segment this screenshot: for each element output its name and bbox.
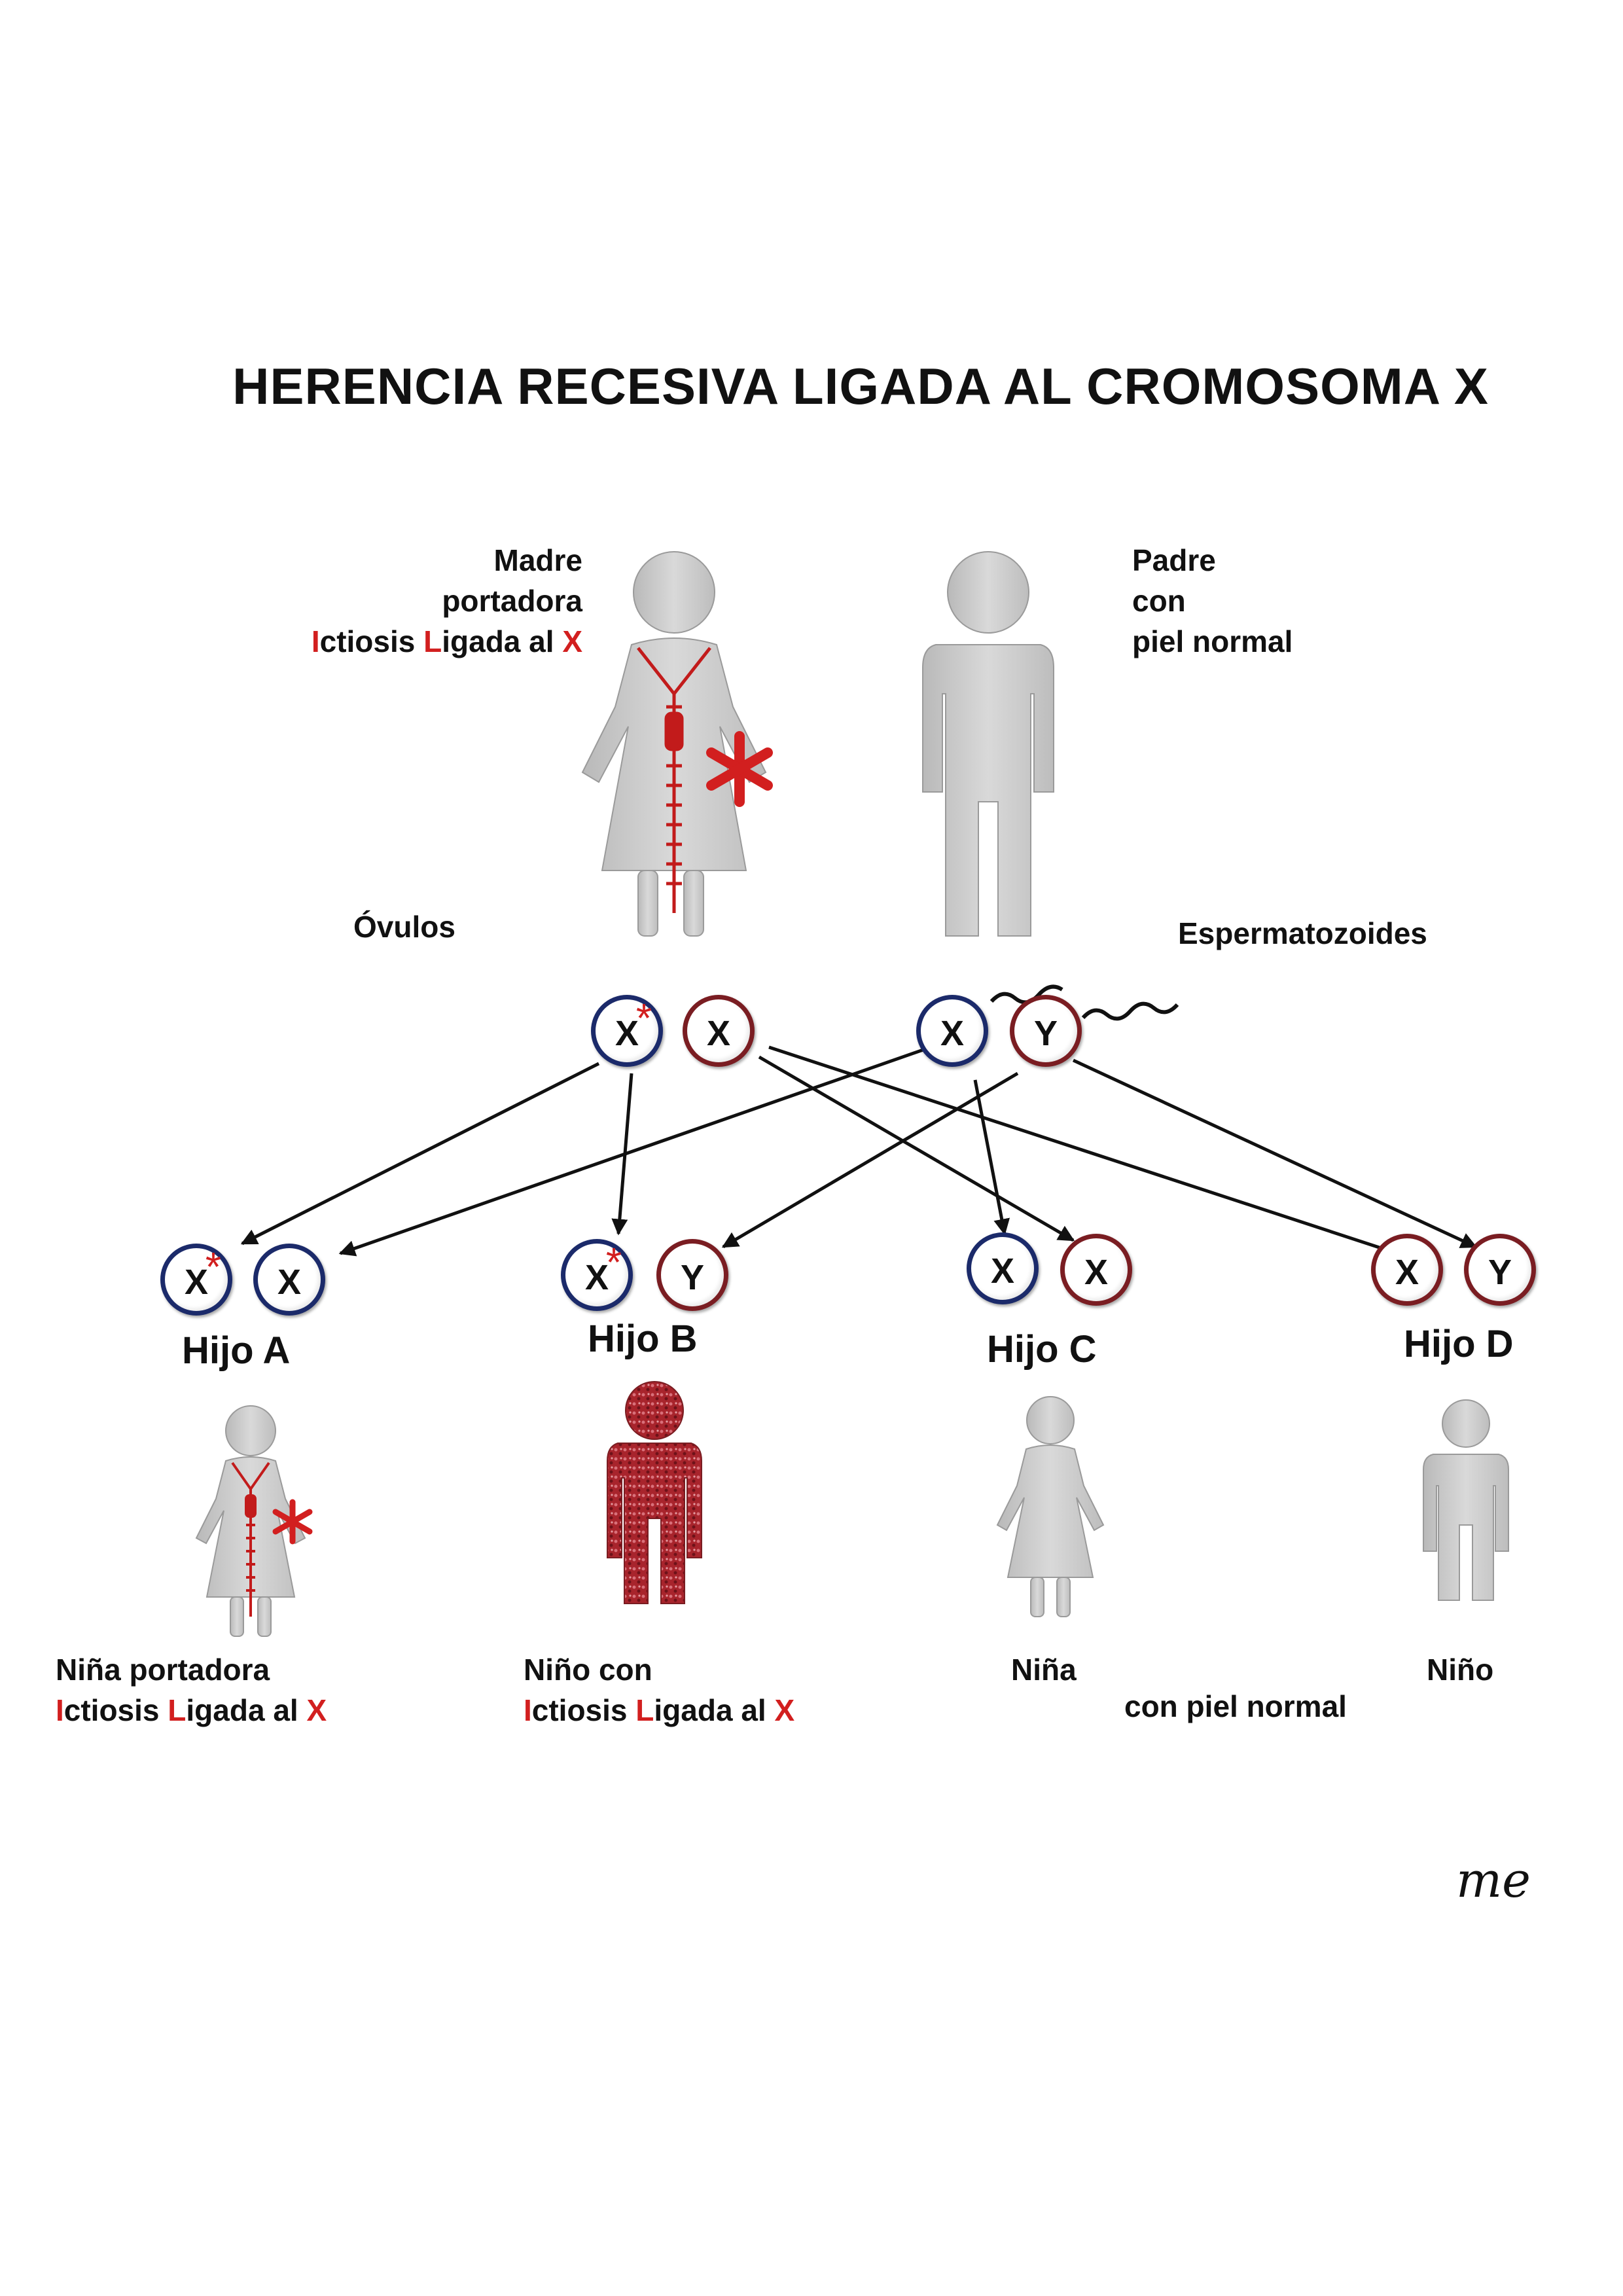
chromosome-letter: X: [1395, 1253, 1419, 1292]
espermatozoides-label: Espermatozoides: [1178, 916, 1427, 950]
ilx-x: X: [306, 1693, 327, 1727]
chromosome-letter: X: [615, 1014, 639, 1053]
chromosome-letter: X: [584, 1258, 609, 1297]
zipper-icon: [637, 647, 711, 913]
ilx-text2: igada al: [654, 1693, 775, 1727]
child-b-figure: [607, 1381, 702, 1604]
child-b-desc-line2: Ictiosis Ligada al X: [524, 1690, 794, 1731]
child-a-asterisk-icon: [272, 1499, 313, 1545]
child-a-name: Hijo A: [182, 1329, 291, 1372]
mother-label-line2: portadora: [442, 584, 582, 618]
mother-asterisk-icon: [706, 731, 773, 807]
gamete-mother-x: X: [683, 995, 755, 1067]
child-d-chromosome-2: Y: [1464, 1234, 1536, 1306]
arrow-xm-to-c: [758, 1055, 1075, 1242]
child-a-chromosome-1: X *: [160, 1244, 232, 1316]
gamete-father-y: Y: [1010, 995, 1082, 1067]
child-b-chromosome-1: X *: [561, 1239, 633, 1311]
child-b-name: Hijo B: [588, 1318, 698, 1360]
child-b-description: Niño con Ictiosis Ligada al X: [524, 1649, 794, 1731]
sperm-tail-y: [1081, 1001, 1179, 1021]
chromosome-letter: X: [940, 1014, 965, 1053]
arrow-xf-to-a: [338, 1040, 946, 1257]
gamete-father-x: X: [916, 995, 988, 1067]
ilx-text2: igada al: [186, 1693, 307, 1727]
father-figure: [922, 551, 1054, 937]
ilx-x: X: [774, 1693, 795, 1727]
asterisk-icon: *: [205, 1245, 221, 1290]
father-label-line1: Padre: [1132, 543, 1216, 577]
child-d-name: Hijo D: [1404, 1323, 1514, 1365]
child-a-desc-line1: Niña portadora: [56, 1653, 270, 1687]
child-d-description: Niño: [1427, 1653, 1494, 1687]
chromosome-letter: X: [277, 1263, 302, 1302]
ilx-x: X: [562, 624, 582, 658]
father-label-line3: piel normal: [1132, 624, 1293, 658]
child-a-description: Niña portadora Ictiosis Ligada al X: [56, 1649, 327, 1731]
chromosome-letter: X: [706, 1014, 731, 1053]
child-c-chromosome-2: X: [1060, 1234, 1132, 1306]
child-c-description: Niña: [1011, 1653, 1077, 1687]
mother-label-line1: Madre: [493, 543, 582, 577]
ovulos-label: Óvulos: [353, 910, 455, 944]
ilx-i: I: [524, 1693, 532, 1727]
arrow-y-to-b: [721, 1071, 1019, 1249]
ilx-text2: igada al: [442, 624, 563, 658]
child-c-chromosome-1: X: [967, 1232, 1039, 1304]
father-label: Padre con piel normal: [1132, 540, 1293, 662]
mother-label-line3: Ictiosis Ligada al X: [196, 621, 582, 662]
asterisk-icon: *: [605, 1240, 622, 1285]
chromosome-letter: Y: [1488, 1253, 1512, 1292]
chromosome-letter: X: [184, 1263, 209, 1302]
ilx-l: L: [168, 1693, 187, 1727]
chromosome-letter: Y: [1033, 1014, 1058, 1053]
child-c-name: Hijo C: [987, 1328, 1097, 1371]
arrow-xf-to-c: [973, 1079, 1010, 1236]
child-b-chromosome-2: Y: [656, 1239, 728, 1311]
normal-skin-label: con piel normal: [1124, 1689, 1347, 1723]
ilx-i: I: [56, 1693, 64, 1727]
gamete-mother-x-mutated: X *: [591, 995, 663, 1067]
arrow-xstar-to-a: [240, 1062, 600, 1246]
ilx-l: L: [423, 624, 442, 658]
child-a-chromosome-2: X: [253, 1244, 325, 1316]
diagram-title: HERENCIA RECESIVA LIGADA AL CROMOSOMA X: [232, 357, 1489, 415]
asterisk-icon: *: [635, 996, 652, 1041]
ilx-i: I: [311, 624, 320, 658]
child-a-desc-line2: Ictiosis Ligada al X: [56, 1690, 327, 1731]
arrow-xm-to-d: [768, 1045, 1399, 1257]
child-b-desc-line1: Niño con: [524, 1653, 652, 1687]
child-d-chromosome-1: X: [1371, 1234, 1443, 1306]
ilx-text1: ctiosis: [531, 1693, 636, 1727]
chromosome-letter: X: [990, 1251, 1015, 1291]
child-a-zipper-icon: [231, 1462, 270, 1617]
ilx-l: L: [635, 1693, 654, 1727]
father-label-line2: con: [1132, 584, 1186, 618]
chromosome-letter: X: [1084, 1253, 1109, 1292]
chromosome-letter: Y: [680, 1258, 705, 1297]
ilx-text1: ctiosis: [319, 624, 424, 658]
child-d-figure: [1423, 1399, 1509, 1601]
child-c-figure: [996, 1396, 1105, 1617]
ilx-text1: ctiosis: [63, 1693, 168, 1727]
mother-label: Madre portadora Ictiosis Ligada al X: [196, 540, 582, 662]
author-signature: me: [1456, 1852, 1531, 1909]
arrow-y-to-d: [1072, 1058, 1478, 1249]
